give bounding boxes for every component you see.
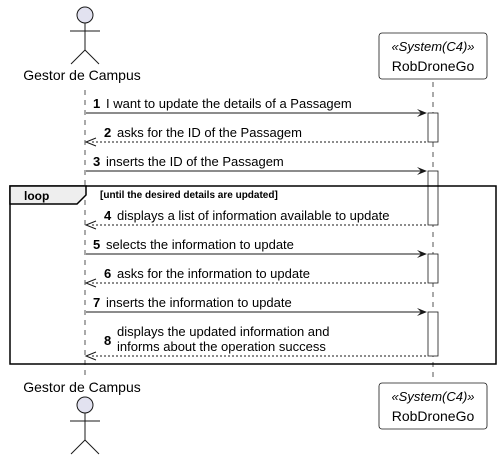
system-box-top: «System(C4)» RobDroneGo [378, 32, 488, 80]
stick-figure-icon [70, 396, 100, 455]
activation-bar-3 [427, 253, 439, 284]
activation-bar-4 [427, 311, 439, 357]
system-box-bottom: «System(C4)» RobDroneGo [378, 382, 488, 430]
activation-bar-2 [427, 170, 439, 226]
actor-name-bottom: Gestor de Campus [23, 379, 141, 395]
message-label: asks for the information to update [117, 266, 310, 281]
message-label-line-1: displays the updated information and [117, 324, 329, 339]
activation-bar-1 [427, 112, 439, 143]
system-stereotype-top: «System(C4)» [391, 39, 474, 54]
message-1: 1 I want to update the details of a Pass… [86, 96, 427, 117]
message-3: 3 inserts the ID of the Passagem [86, 154, 427, 175]
system-stereotype-bottom: «System(C4)» [391, 389, 474, 404]
message-5: 5 selects the information to update [86, 237, 427, 258]
message-number: 6 [104, 266, 111, 281]
message-2: 2 asks for the ID of the Passagem [84, 125, 428, 147]
actor-top: Gestor de Campus [23, 6, 141, 83]
stick-figure-icon [70, 6, 100, 65]
system-name-bottom: RobDroneGo [392, 408, 475, 424]
actor-name-top: Gestor de Campus [23, 67, 141, 83]
loop-frame: loop [until the desired details are upda… [9, 185, 497, 365]
message-7: 7 inserts the information to update [86, 295, 427, 316]
message-label: I want to update the details of a Passag… [106, 96, 352, 111]
actor-bottom: Gestor de Campus [23, 379, 141, 455]
system-name-top: RobDroneGo [392, 58, 475, 74]
message-label: selects the information to update [106, 237, 294, 252]
message-8: 8 displays the updated information and i… [84, 324, 428, 361]
message-number: 7 [93, 295, 100, 310]
message-6: 6 asks for the information to update [84, 266, 428, 288]
message-number: 1 [93, 96, 100, 111]
message-number: 8 [104, 333, 111, 348]
loop-condition: [until the desired details are updated] [100, 190, 278, 201]
message-label: asks for the ID of the Passagem [117, 125, 302, 140]
message-number: 3 [93, 154, 100, 169]
message-4: 4 displays a list of information availab… [84, 208, 428, 230]
message-number: 2 [104, 125, 111, 140]
message-number: 4 [104, 208, 112, 223]
message-number: 5 [93, 237, 100, 252]
loop-label: loop [24, 189, 49, 203]
message-label: displays a list of information available… [117, 208, 389, 223]
message-label: inserts the information to update [106, 295, 292, 310]
message-label-line-2: informs about the operation success [117, 339, 326, 354]
message-label: inserts the ID of the Passagem [106, 154, 284, 169]
